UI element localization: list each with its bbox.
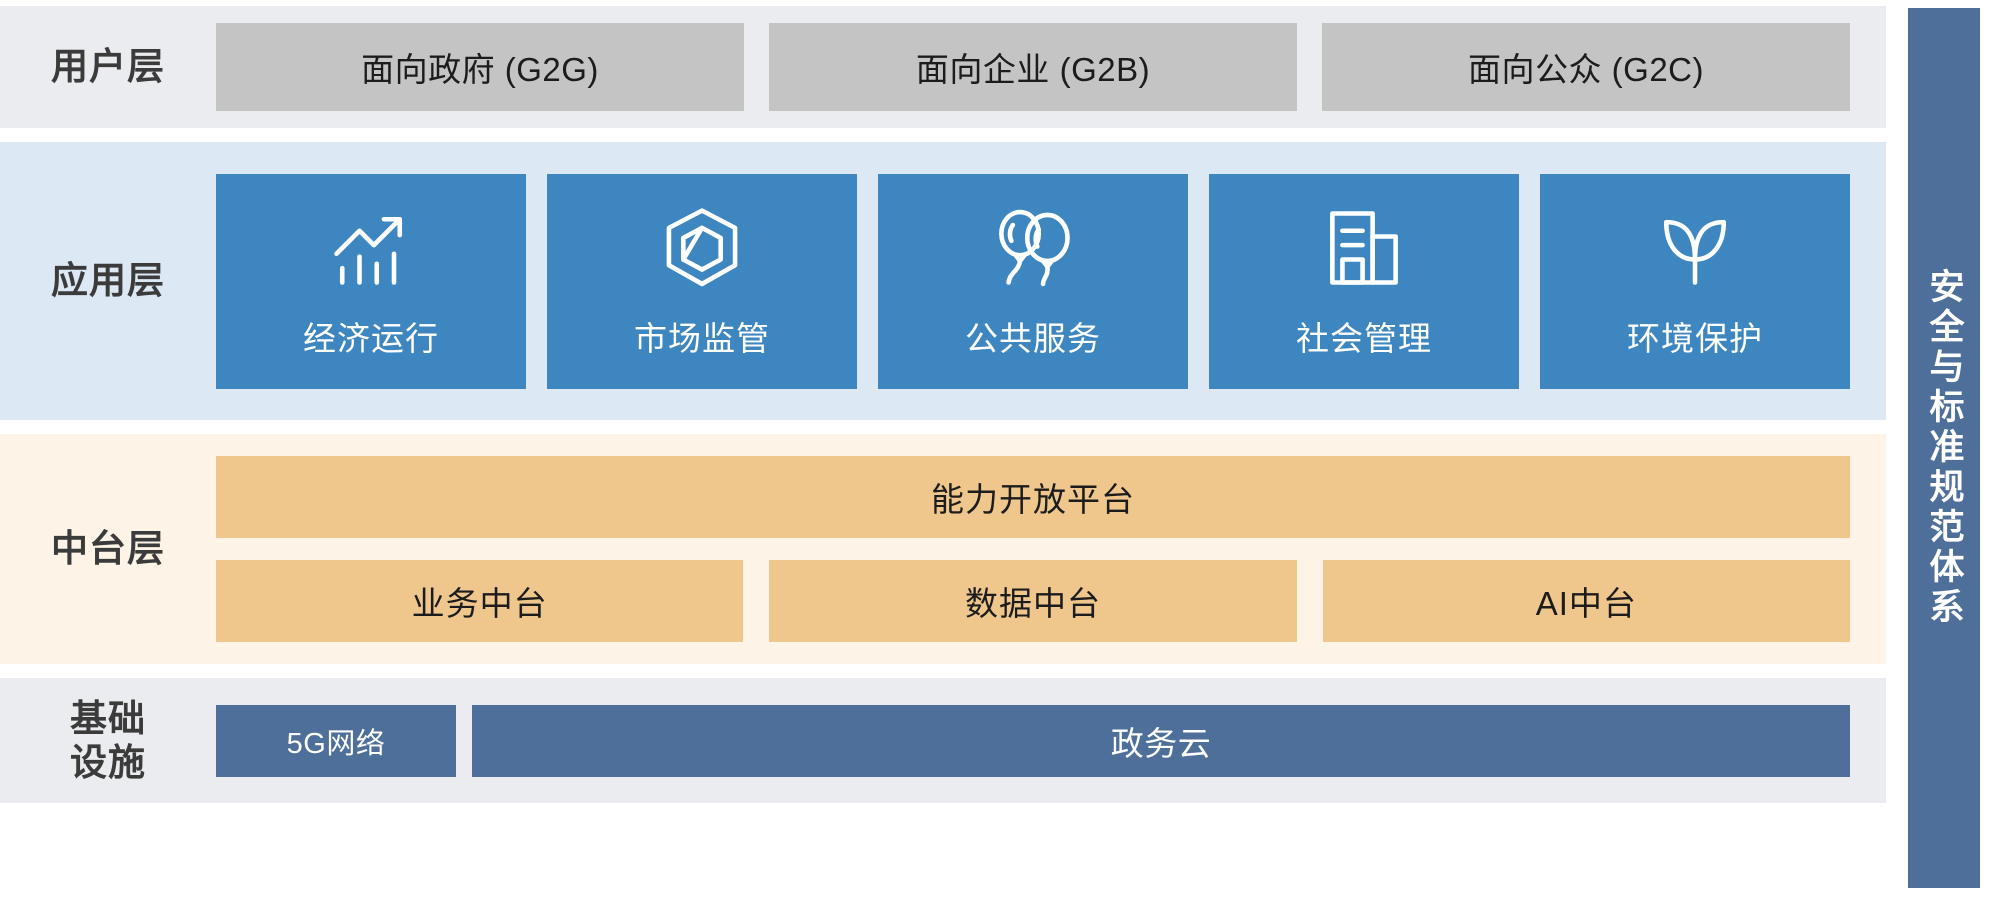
user-card-g2g[interactable]: 面向政府 (G2G): [216, 23, 744, 111]
app-card-market-supervision[interactable]: 市场监管: [547, 173, 857, 389]
user-card-g2b[interactable]: 面向企业 (G2B): [769, 23, 1297, 111]
user-layer-label: 用户层: [51, 46, 165, 88]
infrastructure-layer-label: 基础 设施: [70, 697, 146, 783]
infra-card-5g-network[interactable]: 5G网络: [216, 704, 456, 777]
infrastructure-layer: 基础 设施 5G网络 政务云: [0, 678, 1886, 803]
user-layer-cards: 面向政府 (G2G) 面向企业 (G2B) 面向公众 (G2C): [216, 6, 1886, 128]
app-card-label: 经济运行: [303, 320, 439, 357]
middle-platform-layer-label: 中台层: [51, 528, 165, 570]
app-card-economic-operation[interactable]: 经济运行: [216, 173, 526, 389]
user-layer: 用户层 面向政府 (G2G) 面向企业 (G2B) 面向公众 (G2C): [0, 6, 1886, 128]
app-card-label: 公共服务: [965, 320, 1101, 357]
balloons-icon: [987, 202, 1079, 294]
security-standards-bar: 安全与标准规范体系: [1908, 8, 1980, 888]
infrastructure-cards: 5G网络 政务云: [216, 678, 1886, 803]
hexagon-cube-icon: [656, 202, 748, 294]
capability-platform-row: 能力开放平台: [216, 456, 1850, 538]
growth-chart-icon: [325, 202, 417, 294]
layer-stack: 用户层 面向政府 (G2G) 面向企业 (G2B) 面向公众 (G2C) 应用层: [0, 6, 1886, 803]
application-layer: 应用层 经济运行: [0, 142, 1886, 420]
infra-card-government-cloud[interactable]: 政务云: [472, 704, 1850, 777]
buildings-icon: [1318, 202, 1410, 294]
middle-sub-platform-row: 业务中台 数据中台 AI中台: [216, 560, 1850, 642]
app-card-label: 环境保护: [1627, 320, 1763, 357]
app-card-environmental-protection[interactable]: 环境保护: [1540, 173, 1850, 389]
application-layer-cards: 经济运行 市场监管: [216, 142, 1886, 420]
leaf-icon: [1649, 202, 1741, 294]
app-card-label: 市场监管: [634, 320, 770, 357]
application-layer-label: 应用层: [51, 260, 165, 302]
app-card-label: 社会管理: [1296, 320, 1432, 357]
mid-card-data-platform[interactable]: 数据中台: [769, 560, 1297, 642]
mid-card-business-platform[interactable]: 业务中台: [216, 560, 744, 642]
app-card-public-service[interactable]: 公共服务: [878, 173, 1188, 389]
security-standards-label: 安全与标准规范体系: [1924, 268, 1964, 628]
user-card-g2c[interactable]: 面向公众 (G2C): [1322, 23, 1850, 111]
mid-card-ai-platform[interactable]: AI中台: [1322, 560, 1850, 642]
mid-card-capability-platform[interactable]: 能力开放平台: [216, 456, 1850, 538]
app-card-social-management[interactable]: 社会管理: [1209, 173, 1519, 389]
middle-platform-layer: 中台层 能力开放平台 业务中台 数据中台 AI中台: [0, 434, 1886, 664]
middle-platform-cards: 能力开放平台 业务中台 数据中台 AI中台: [216, 434, 1886, 664]
